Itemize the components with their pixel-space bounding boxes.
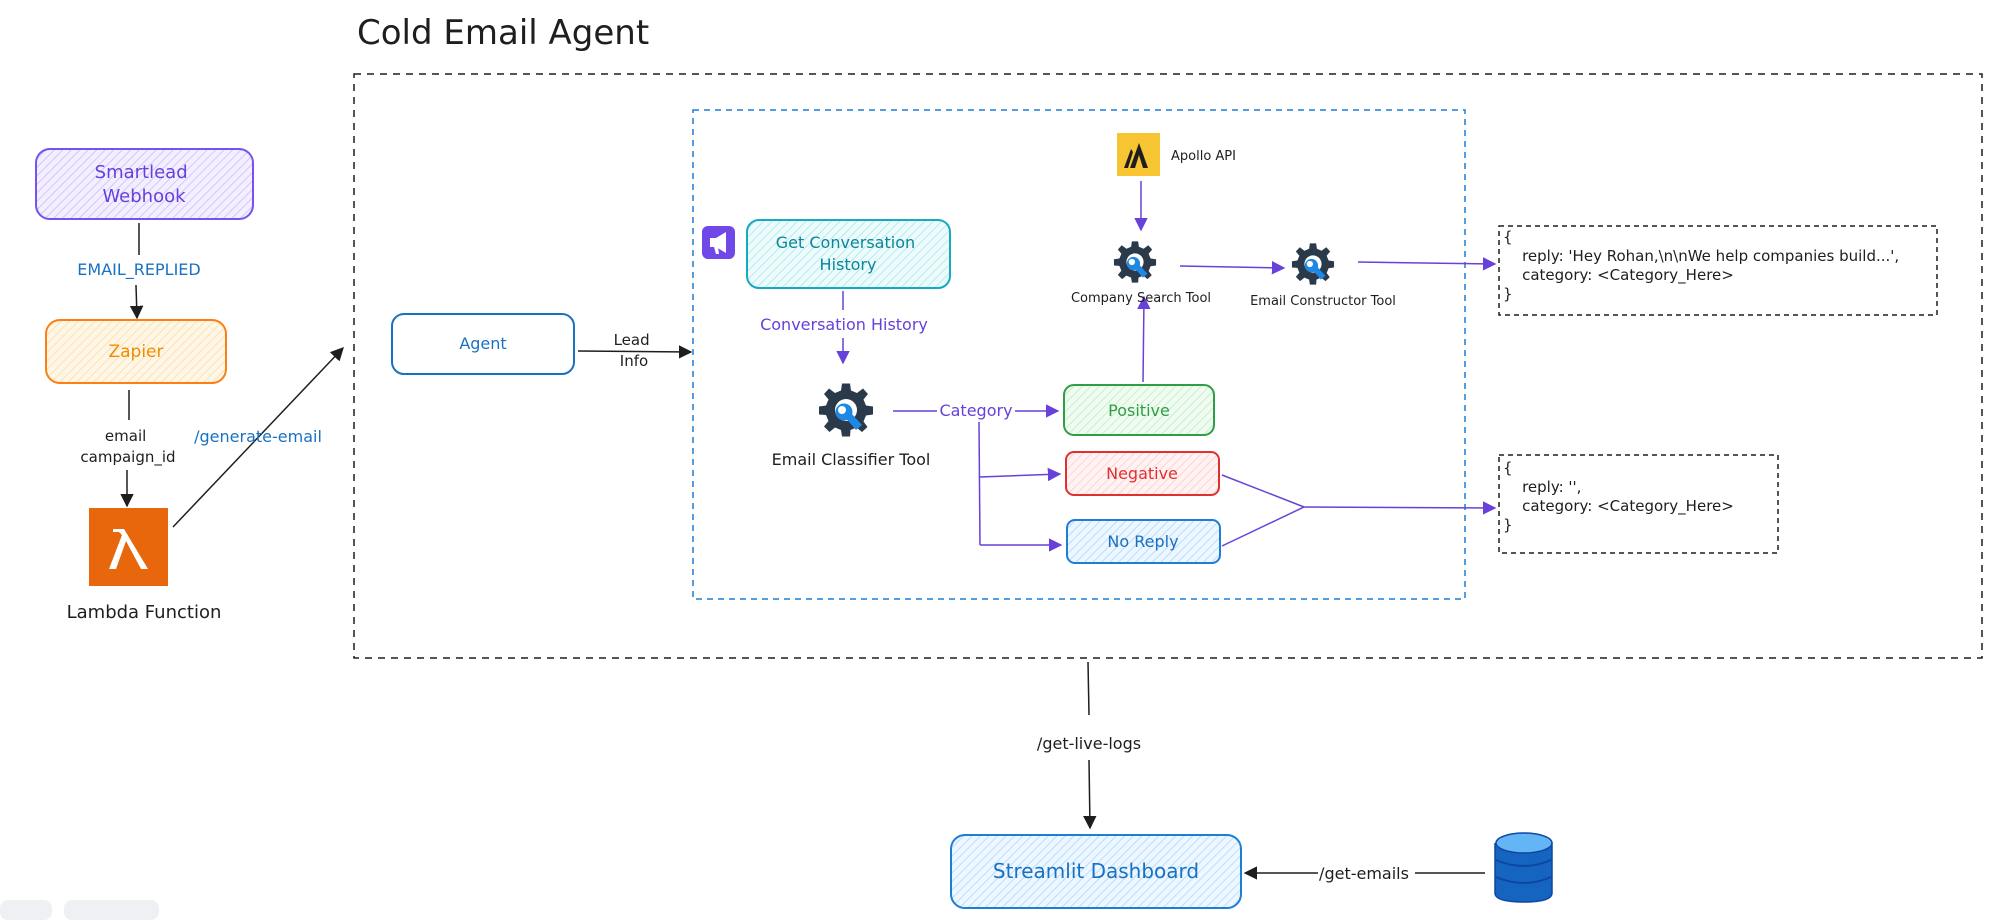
email-constructor-gear-icon	[1291, 243, 1335, 285]
no-reply-label: No Reply	[1107, 532, 1178, 551]
edge-agent-tools	[577, 345, 693, 359]
diagram-title: Cold Email Agent	[357, 13, 649, 53]
company-search-label: Company Search Tool	[1071, 291, 1211, 306]
edge-category-negative	[979, 467, 1062, 482]
edge-label-get-live-logs: /get-live-logs	[1037, 734, 1141, 753]
get-history-line-2: History	[820, 255, 877, 274]
smartlead-line-2: Webhook	[102, 186, 186, 207]
zapier-node	[45, 319, 227, 384]
edge-label-generate-email: /generate-email	[194, 427, 322, 446]
edge-constructor-reply-output	[1357, 257, 1497, 271]
streamlit-dashboard-label: Streamlit Dashboard	[993, 859, 1199, 883]
empty-output-text: { reply: '', category: <Category_Here> }	[1503, 459, 1734, 534]
email-campaign-line-2: campaign_id	[80, 448, 175, 467]
edge-smartlead-zapier-b	[129, 284, 144, 320]
bottom-tab-2[interactable]	[64, 900, 159, 920]
reply-output-text: { reply: 'Hey Rohan,\n\nWe help companie…	[1503, 228, 1900, 303]
company-search-gear-icon	[1113, 241, 1157, 283]
email-classifier-label: Email Classifier Tool	[772, 450, 931, 469]
edge-label-email-replied: EMAIL_REPLIED	[77, 260, 200, 280]
negative-label: Negative	[1106, 464, 1178, 483]
lead-info-line-2: Info	[620, 352, 648, 370]
get-history-line-1: Get Conversation	[776, 233, 915, 252]
reply-output-box	[1498, 225, 1938, 316]
edge-positive-company-search	[1137, 295, 1151, 383]
megaphone-icon	[702, 226, 735, 259]
negative-node	[1065, 451, 1220, 496]
smartlead-webhook-node	[35, 148, 254, 220]
email-classifier-gear-icon	[819, 383, 873, 437]
edge-agent-dashboard-b	[1083, 759, 1097, 830]
positive-label: Positive	[1108, 401, 1170, 420]
empty-output-box	[1498, 454, 1779, 554]
apollo-logo-icon	[1117, 133, 1160, 176]
tools-container	[692, 109, 1466, 600]
agent-node	[391, 313, 575, 375]
edge-merge-empty-output	[1303, 501, 1497, 515]
edge-label-get-emails: /get-emails	[1319, 864, 1409, 883]
get-conversation-history-node	[746, 219, 951, 289]
lambda-function-label: Lambda Function	[67, 602, 222, 623]
apollo-api-label: Apollo API	[1171, 149, 1236, 164]
edge-lambda-agent	[172, 347, 344, 528]
smartlead-line-1: Smartlead	[95, 162, 188, 183]
agent-container	[353, 73, 1983, 659]
get-conversation-history-label: Get Conversation History	[776, 233, 920, 274]
edge-no-reply-merge	[1221, 506, 1305, 547]
lambda-icon	[89, 508, 168, 586]
positive-node	[1063, 384, 1215, 436]
zapier-label: Zapier	[108, 342, 163, 362]
edge-agent-dashboard-a	[1087, 661, 1090, 716]
lead-info-line-1: Lead	[614, 331, 650, 349]
edge-label-email-campaign: email campaign_id	[80, 427, 175, 467]
edge-label-lead-info: Lead Info	[614, 331, 655, 370]
email-campaign-line-1: email	[105, 427, 146, 445]
edge-label-category: Category	[939, 401, 1012, 420]
smartlead-webhook-label: Smartlead Webhook	[95, 162, 194, 207]
database-icon	[1494, 832, 1553, 903]
edge-negative-merge	[1221, 474, 1305, 508]
edge-label-conversation-history: Conversation History	[760, 315, 928, 334]
edge-company-search-constructor	[1179, 261, 1286, 275]
bottom-tab-1[interactable]	[0, 900, 52, 920]
edge-category-branch	[978, 421, 981, 546]
agent-label: Agent	[459, 334, 506, 353]
no-reply-node	[1066, 519, 1221, 564]
streamlit-dashboard-node	[950, 834, 1242, 909]
email-constructor-label: Email Constructor Tool	[1250, 294, 1396, 309]
